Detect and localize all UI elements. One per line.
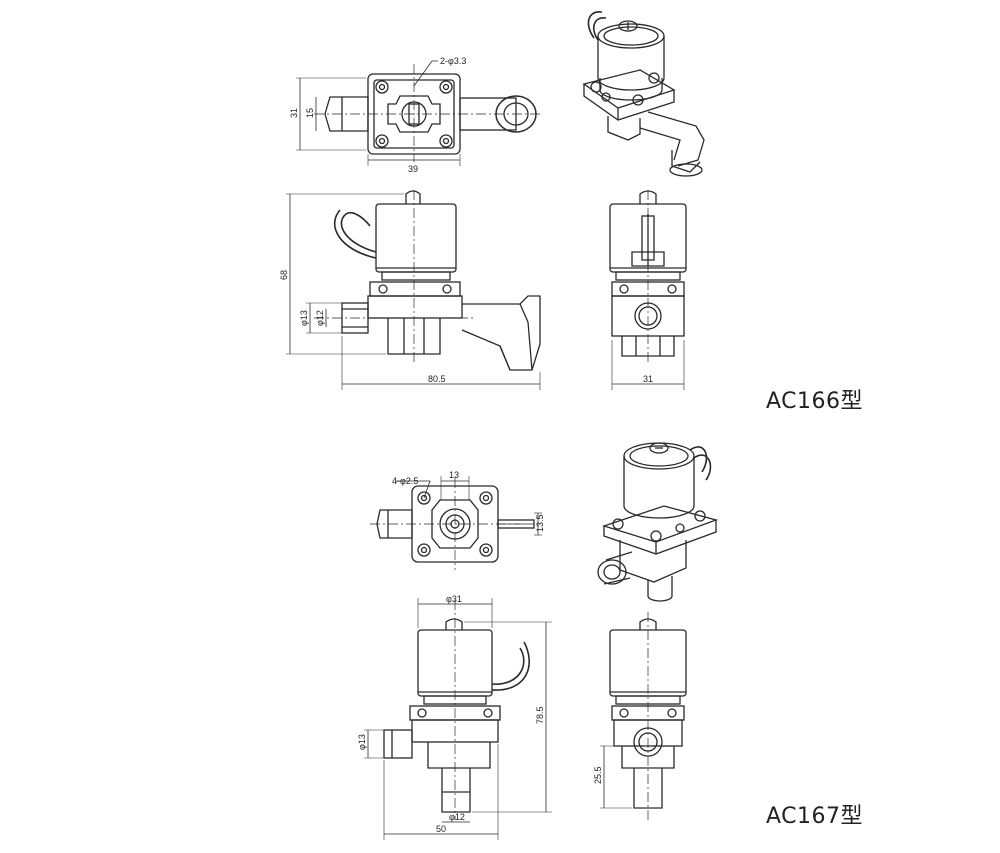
ac166-total-length: 80.5 bbox=[428, 374, 446, 384]
ac167-top-spacing: 13 bbox=[449, 470, 459, 480]
ac167-coil-diameter: φ31 bbox=[446, 594, 462, 604]
ac167-isometric-view bbox=[597, 442, 719, 602]
ac167-top-view bbox=[370, 476, 542, 570]
ac167-model-label: AC167型 bbox=[766, 804, 864, 829]
ac166-model-label: AC166型 bbox=[766, 389, 864, 414]
ac167-port-outer: φ13 bbox=[357, 734, 367, 750]
ac166-port-outer: φ13 bbox=[299, 310, 309, 326]
ac167-hole-callout: 4-φ2.5 bbox=[392, 476, 418, 486]
ac167-outlet-inner: φ12 bbox=[449, 812, 465, 822]
ac166-top-view bbox=[296, 60, 540, 166]
ac166-side-width: 31 bbox=[643, 374, 653, 384]
ac166-front-view bbox=[286, 190, 541, 390]
ac167-side-height: 25.5 bbox=[593, 766, 603, 784]
ac166-top-inner: 15 bbox=[305, 108, 315, 118]
ac167-top-tab: 13.5 bbox=[535, 514, 545, 532]
ac166-top-height: 31 bbox=[289, 108, 299, 118]
ac167-total-length: 50 bbox=[436, 824, 446, 834]
ac167-front-view bbox=[364, 598, 552, 840]
ac166-top-width: 39 bbox=[408, 164, 418, 174]
ac167-total-height: 78.5 bbox=[535, 706, 545, 724]
ac167-side-view bbox=[600, 612, 687, 820]
ac166-hole-callout: 2-φ3.3 bbox=[440, 56, 466, 66]
ac166-side-view bbox=[609, 190, 687, 390]
ac166-isometric-view bbox=[582, 11, 705, 177]
ac166-port-inner: φ12 bbox=[315, 310, 325, 326]
dimension-labels: 2-φ3.3 31 15 39 68 φ13 φ12 80.5 31 4-φ2.… bbox=[279, 56, 653, 834]
ac166-total-height: 68 bbox=[279, 270, 289, 280]
